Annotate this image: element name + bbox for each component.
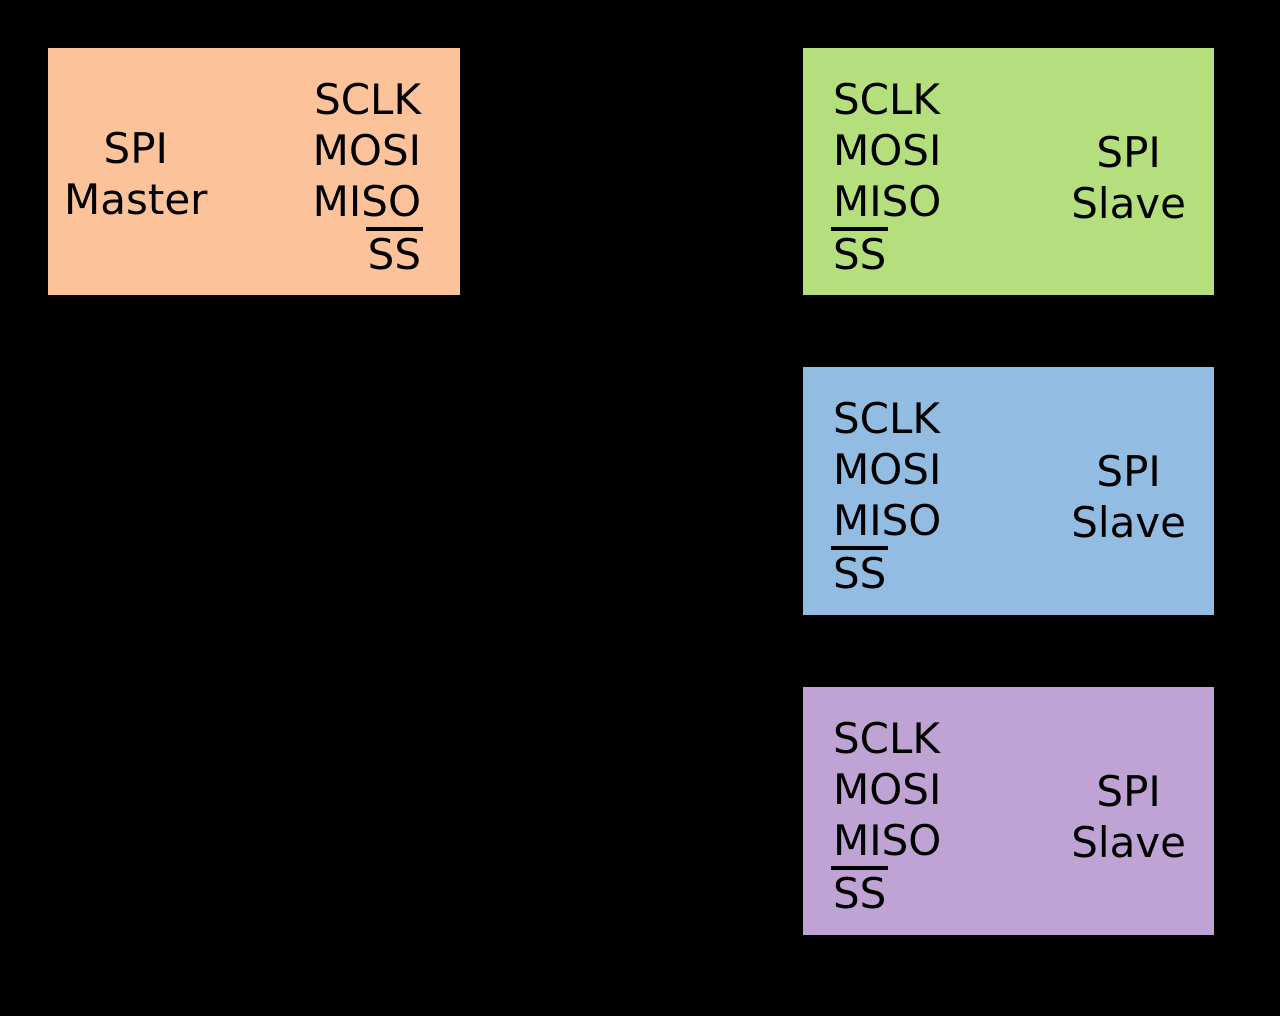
spi-master-title: SPI Master [48,48,207,295]
slave-3-pin-ss-overline-label: SS [831,866,889,916]
spi-slave-2-title-line1: SPI [1096,447,1161,496]
master-pin-miso: MISO [312,177,421,226]
slave-1-pin-sclk: SCLK [833,75,940,124]
spi-slave-2-pins: SCLK MOSI MISO SS [803,367,941,615]
slave-3-pin-mosi: MOSI [833,765,942,814]
spi-slave-3-pins: SCLK MOSI MISO SS [803,687,941,935]
spi-master-box: SPI Master SCLK MOSI MISO SS [46,46,462,297]
slave-2-pin-sclk: SCLK [833,394,940,443]
spi-slave-1-title: SPI Slave [1071,48,1214,295]
spi-slave-3-title: SPI Slave [1071,687,1214,935]
spi-master-title-line1: SPI [103,124,168,173]
master-pin-ss-overline-label: SS [365,227,423,277]
slave-2-pin-miso: MISO [833,496,942,545]
slave-2-pin-ss-overline-label: SS [831,546,889,596]
slave-3-pin-miso: MISO [833,816,942,865]
slave-2-pin-ss: SS [831,546,941,597]
spi-slave-box-1: SCLK MOSI MISO SS SPI Slave [801,46,1216,297]
master-pin-mosi: MOSI [312,126,421,175]
spi-master-title-line2: Master [64,175,208,224]
slave-1-pin-mosi: MOSI [833,126,942,175]
spi-slave-2-title: SPI Slave [1071,367,1214,615]
slave-3-pin-sclk: SCLK [833,714,940,763]
spi-master-pins: SCLK MOSI MISO SS [313,48,460,295]
slave-3-pin-ss: SS [831,866,941,917]
spi-slave-3-title-line1: SPI [1096,767,1161,816]
master-pin-ss: SS [313,227,423,278]
spi-slave-1-title-line2: Slave [1071,179,1186,228]
slave-1-pin-miso: MISO [833,177,942,226]
master-pin-sclk: SCLK [314,75,421,124]
slave-1-pin-ss: SS [831,227,941,278]
spi-slave-box-3: SCLK MOSI MISO SS SPI Slave [801,685,1216,937]
spi-slave-1-title-line1: SPI [1096,128,1161,177]
spi-slave-3-title-line2: Slave [1071,818,1186,867]
spi-slave-1-pins: SCLK MOSI MISO SS [803,48,941,295]
slave-2-pin-mosi: MOSI [833,445,942,494]
slave-1-pin-ss-overline-label: SS [831,227,889,277]
spi-slave-box-2: SCLK MOSI MISO SS SPI Slave [801,365,1216,617]
spi-slave-2-title-line2: Slave [1071,498,1186,547]
